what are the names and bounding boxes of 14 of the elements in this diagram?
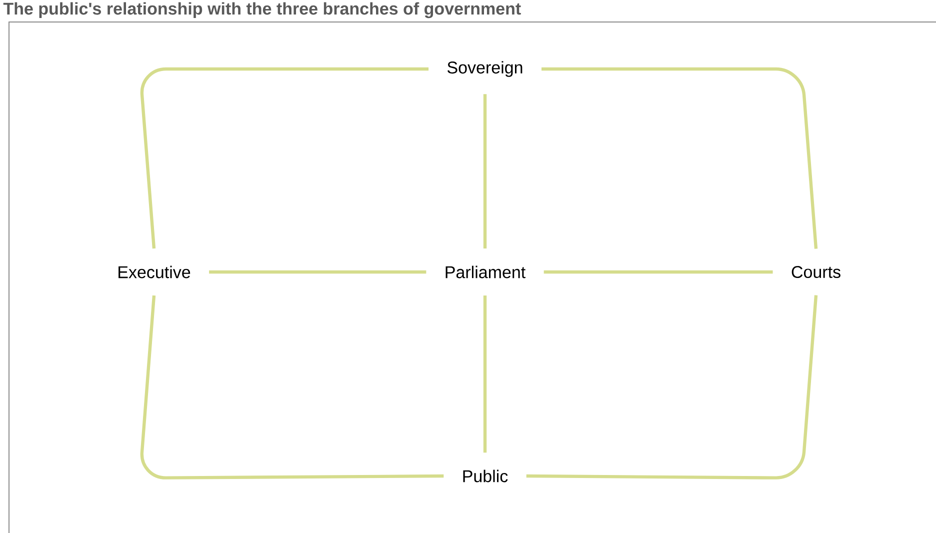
connector-line: [140, 295, 444, 480]
connector-line: [483, 295, 487, 453]
node-label: Executive: [118, 266, 190, 278]
node-label: Parliament: [446, 266, 526, 278]
connector-line: [544, 270, 773, 274]
node-label: Sovereign: [448, 61, 522, 77]
connector-line: [483, 94, 487, 249]
node-label: Courts: [792, 266, 840, 278]
title: The public's relationship with the three branches of government: [3, 2, 521, 18]
node-label: Public: [463, 470, 508, 482]
connector-line: [541, 67, 818, 249]
connector-line: [209, 270, 426, 274]
connector-line: [526, 295, 818, 480]
connector-line: [140, 67, 429, 249]
